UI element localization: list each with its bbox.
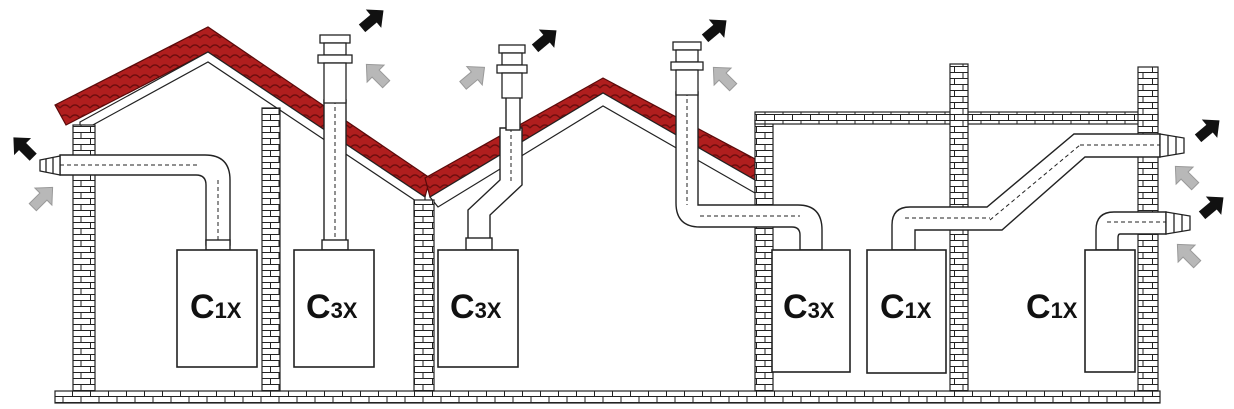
wall-middle-left	[413, 199, 435, 392]
flue-terminal-icon	[670, 41, 704, 96]
air-inlet-arrow-icon	[1176, 243, 1202, 269]
flue-terminal-icon	[317, 34, 353, 104]
boiler-unit	[437, 249, 519, 368]
exhaust-outlet-arrow-icon	[531, 29, 557, 53]
boiler-1-adapter	[205, 239, 231, 251]
brick-walls	[72, 63, 1159, 392]
boiler-unit	[771, 249, 851, 373]
exhaust-outlet-arrow-icon	[13, 137, 37, 161]
flue-terminal-icon	[39, 155, 61, 176]
flue-pipes	[59, 89, 1167, 251]
ground-brick-course	[54, 390, 1161, 404]
boiler-3-adapter	[465, 237, 493, 251]
wall-middle-right	[754, 119, 774, 392]
exhaust-outlet-arrow-icon	[358, 9, 384, 33]
middle-house-roof	[424, 77, 758, 208]
wall-left-outer	[72, 124, 96, 392]
wall-left-inner	[261, 107, 281, 392]
air-inlet-arrow-icon	[1174, 165, 1200, 191]
exhaust-outlet-arrow-icon	[1194, 119, 1220, 143]
air-inlet-arrow-icon	[712, 66, 738, 92]
left-house-roof	[54, 26, 431, 209]
boiler-unit	[176, 249, 258, 368]
boiler-label: C1X	[190, 288, 242, 326]
boiler-unit	[293, 249, 375, 368]
flue-terminal-icons	[39, 34, 1191, 235]
boiler-label: C3X	[783, 288, 835, 326]
boiler-label: C3X	[450, 288, 502, 326]
boiler-label: C1X	[880, 288, 932, 326]
boiler-unit	[866, 249, 947, 374]
exhaust-outlet-arrow-icon	[701, 19, 727, 43]
air-inlet-arrow-icon	[459, 65, 486, 90]
flue-terminal-icon	[1165, 211, 1191, 235]
boilers	[176, 249, 1136, 374]
boiler-labels: C1X C3X C3X C3X C1X C1X	[190, 288, 1078, 326]
boiler-unit	[1084, 249, 1136, 373]
air-inlet-arrow-icon	[28, 186, 54, 212]
exhaust-outlet-arrow-icon	[1198, 196, 1224, 220]
airflow-arrows	[13, 9, 1224, 269]
boiler-label: C1X	[1026, 288, 1078, 326]
flue-pipe-4	[675, 91, 823, 251]
flue-terminal-icon	[496, 44, 528, 99]
boiler-2-adapter	[321, 239, 349, 251]
air-inlet-arrow-icon	[365, 63, 391, 89]
boiler-label: C3X	[306, 288, 358, 326]
flue-pipe-5	[891, 133, 1161, 251]
flue-terminal-icon	[1159, 133, 1185, 158]
